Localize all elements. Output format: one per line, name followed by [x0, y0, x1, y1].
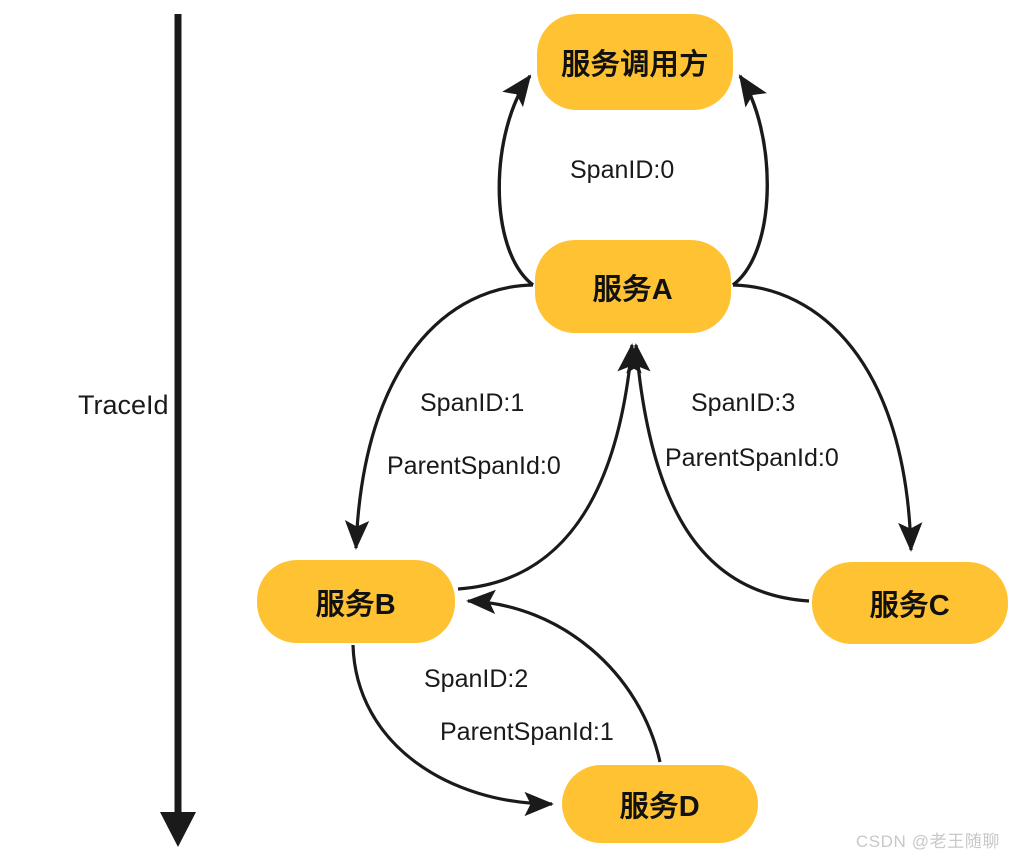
- edge-label-span-1: SpanID:1: [420, 389, 525, 417]
- traceid-axis-label: TraceId: [78, 390, 169, 420]
- edge-label-span-2: SpanID:2: [424, 665, 529, 693]
- node-caller[interactable]: 服务调用方: [537, 14, 733, 110]
- node-service-c[interactable]: 服务C: [812, 562, 1008, 644]
- edge-b-to-d: [351, 644, 554, 817]
- traceid-axis-arrowhead: [160, 812, 196, 847]
- edge-label-span-3: SpanID:3: [691, 389, 796, 417]
- edge-d-to-b: [466, 589, 662, 763]
- node-service-b[interactable]: 服务B: [257, 560, 455, 643]
- edge-a-to-caller-right: [731, 74, 769, 287]
- watermark: CSDN @老王随聊: [855, 832, 1000, 851]
- edge-b-to-a: [457, 343, 642, 591]
- edge-label-parentspan-2: ParentSpanId:1: [440, 718, 614, 746]
- edge-a-to-caller-left: [497, 74, 535, 287]
- edge-label-parentspan-1: ParentSpanId:0: [387, 452, 561, 480]
- edge-c-to-a: [626, 343, 810, 603]
- node-service-a[interactable]: 服务A: [535, 240, 731, 333]
- edge-label-parentspan-3: ParentSpanId:0: [665, 444, 839, 472]
- edge-a-to-b: [344, 283, 534, 550]
- node-service-d[interactable]: 服务D: [562, 765, 758, 843]
- edge-a-to-c: [732, 283, 923, 552]
- edge-label-span-0: SpanID:0: [570, 156, 675, 184]
